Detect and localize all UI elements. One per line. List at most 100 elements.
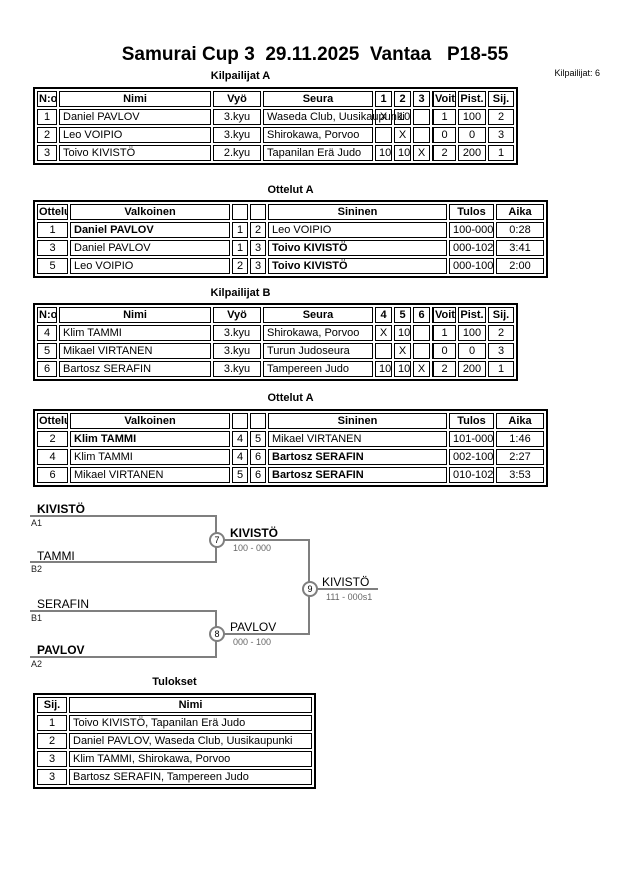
bracket-seed-name: PAVLOV [37,643,85,657]
column-header-m2: 2 [394,91,411,107]
cell-white-name: Mikael VIRTANEN [70,467,230,483]
cell-belt: 3.kyu [213,109,261,125]
cell-m2: 100 [394,109,411,125]
cell-place: 1 [488,145,514,161]
cell-place: 1 [488,361,514,377]
column-header-match: Ottelu [37,413,68,429]
cell-place: 3 [37,751,67,767]
cell-time: 3:53 [496,467,544,483]
cell-wins: 0 [432,343,456,359]
cell-white-name: Daniel PAVLOV [70,240,230,256]
cell-wins: 2 [432,361,456,377]
table-row: 1 Daniel PAVLOV 3.kyu Waseda Club, Uusik… [37,109,514,125]
cell-blue-no: 5 [250,431,266,447]
cell-white-no: 1 [232,222,248,238]
cell-club: Shirokawa, Porvoo [263,127,373,143]
cell-belt: 3.kyu [213,127,261,143]
cell-result: 000-102 [449,240,494,256]
column-header-name: Nimi [69,697,312,713]
table-row: 2 Leo VOIPIO 3.kyu Shirokawa, Porvoo X 0… [37,127,514,143]
cell-result: 000-100 [449,258,494,274]
column-header-points: Pist. [458,307,486,323]
column-header-blue: Sininen [268,413,447,429]
cell-match-no: 3 [37,240,68,256]
column-header-time: Aika [496,413,544,429]
cell-m1: X [375,109,392,125]
cell-m1: X [375,325,392,341]
cell-white-name: Klim TAMMI [70,449,230,465]
pool-a-heading: Kilpailijat A [210,70,271,82]
column-header-m3: 3 [413,91,430,107]
column-header-m1: 4 [375,307,392,323]
cell-club: Tapanilan Erä Judo [263,145,373,161]
cell-white-no: 5 [232,467,248,483]
cell-no: 6 [37,361,57,377]
cell-name: Daniel PAVLOV [59,109,211,125]
bracket-line [217,539,310,541]
bracket-seed-label: B2 [31,564,43,574]
cell-m3 [413,325,430,341]
cell-match-no: 5 [37,258,68,274]
cell-blue-no: 6 [250,467,266,483]
results-heading: Tulokset [152,676,197,688]
bracket-seed-name: SERAFIN [37,597,90,611]
column-header-result: Tulos [449,413,494,429]
cell-white-name: Daniel PAVLOV [70,222,230,238]
cell-club: Waseda Club, Uusikaupunki [263,109,405,125]
cell-name: Toivo KIVISTÖ, Tapanilan Erä Judo [69,715,312,731]
cell-match-no: 6 [37,467,68,483]
bracket-seed-name: TAMMI [37,549,75,563]
bracket-winner-name: KIVISTÖ [322,575,370,589]
cell-m1: 100 [375,361,392,377]
bracket-seed-label: A2 [31,659,43,669]
bracket-line [30,515,217,517]
column-header-blue-no [250,413,266,429]
cell-blue-no: 6 [250,449,266,465]
cell-points: 0 [458,343,486,359]
cell-result: 100-000 [449,222,494,238]
column-header-belt: Vyö [213,307,261,323]
cell-m3: X [413,361,430,377]
match-number-circle: 8 [209,626,225,642]
bracket-line [308,589,310,635]
cell-place: 2 [488,109,514,125]
column-header-place: Sij. [488,91,514,107]
cell-points: 200 [458,145,486,161]
cell-blue-name: Bartosz SERAFIN [268,449,447,465]
cell-m2: 100 [394,145,411,161]
table-row: 1 Toivo KIVISTÖ, Tapanilan Erä Judo [37,715,312,731]
cell-points: 200 [458,361,486,377]
bracket-seed-label: B1 [31,613,43,623]
cell-m2: X [394,343,411,359]
cell-m3 [413,127,430,143]
bracket-line [312,588,378,590]
table-row: 2 Klim TAMMI 4 5 Mikael VIRTANEN 101-000… [37,431,544,447]
cell-name: Klim TAMMI [59,325,211,341]
cell-blue-name: Leo VOIPIO [268,222,447,238]
pool-b-heading: Kilpailijat B [210,287,271,299]
cell-time: 3:41 [496,240,544,256]
cell-blue-no: 3 [250,258,266,274]
table-header-row: N:o Nimi Vyö Seura 1 2 3 Voit. Pist. Sij… [37,91,514,107]
cell-no: 3 [37,145,57,161]
pool-b-table: N:o Nimi Vyö Seura 4 5 6 Voit. Pist. Sij… [33,303,518,381]
column-header-place: Sij. [37,697,67,713]
column-header-m1: 1 [375,91,392,107]
cell-wins: 2 [432,145,456,161]
cell-white-no: 4 [232,449,248,465]
column-header-result: Tulos [449,204,494,220]
cell-no: 2 [37,127,57,143]
cell-match-no: 2 [37,431,68,447]
cell-blue-name: Toivo KIVISTÖ [268,240,447,256]
cell-no: 5 [37,343,57,359]
column-header-time: Aika [496,204,544,220]
pool-a-table: N:o Nimi Vyö Seura 1 2 3 Voit. Pist. Sij… [33,87,518,165]
bracket-seed-name: KIVISTÖ [37,502,86,516]
column-header-belt: Vyö [213,91,261,107]
column-header-no: N:o [37,307,57,323]
column-header-blue-no [250,204,266,220]
cell-name: Daniel PAVLOV, Waseda Club, Uusikaupunki [69,733,312,749]
bracket-winner-name: PAVLOV [230,620,277,634]
cell-white-no: 1 [232,240,248,256]
